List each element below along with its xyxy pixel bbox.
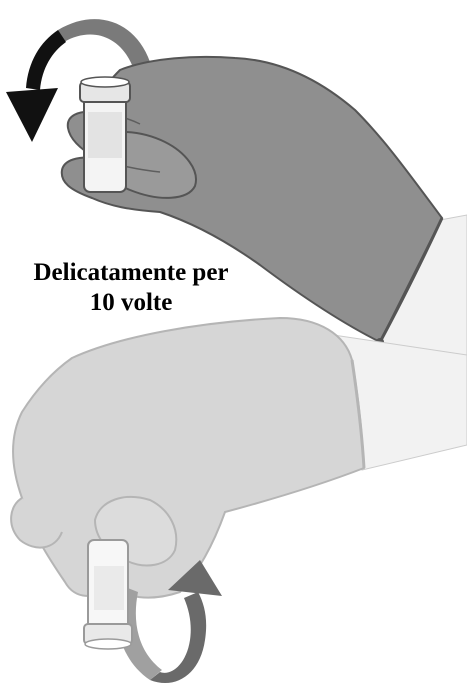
lower-gloved-hand [10,316,366,599]
clockwise-rotation-arrow-icon [150,560,222,684]
lower-vial [83,539,133,650]
upper-vial [79,76,131,193]
instruction-line-2: 10 volte [89,289,173,316]
top-rotation-arrow-back [58,19,154,168]
counterclockwise-rotation-arrow-icon [6,30,66,142]
instruction-caption: Delicatamente per 10 volte [0,258,262,318]
instruction-line-1: Delicatamente per [33,259,229,286]
